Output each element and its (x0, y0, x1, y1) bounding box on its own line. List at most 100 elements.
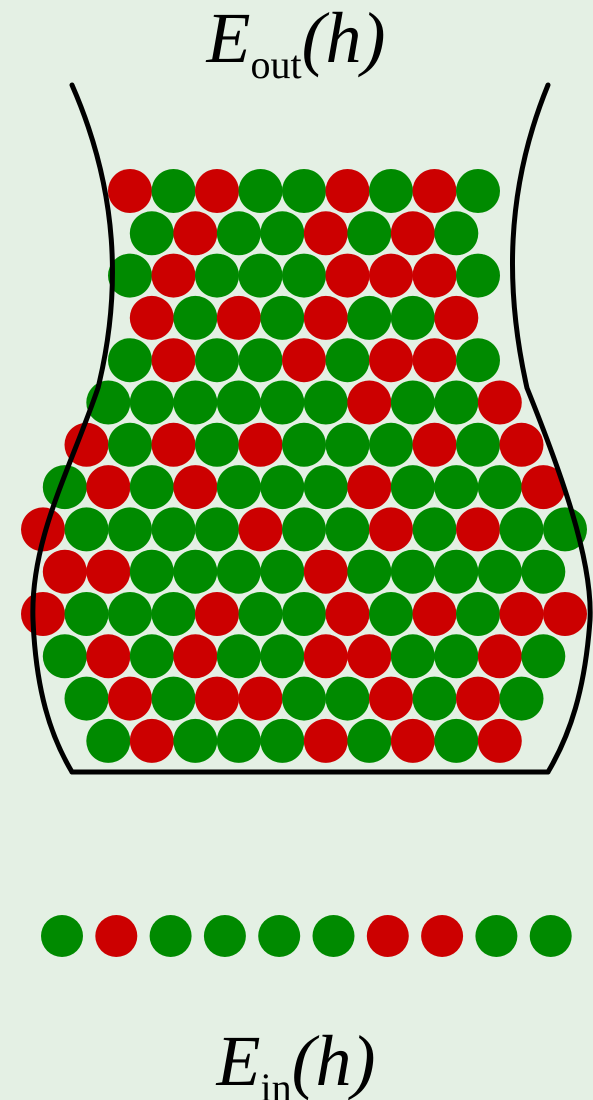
sample-green-marble (204, 915, 246, 957)
red-marble (413, 254, 457, 298)
sample-red-marble (95, 915, 137, 957)
red-marble (86, 465, 130, 509)
green-marble (369, 169, 413, 213)
red-marble (239, 423, 283, 467)
green-marble (456, 169, 500, 213)
label-e-in-subscript: in (260, 1065, 291, 1100)
green-marble (456, 423, 500, 467)
green-marble (152, 507, 196, 551)
green-marble (195, 338, 239, 382)
red-marble (239, 677, 283, 721)
green-marble (65, 592, 109, 636)
red-marble (152, 423, 196, 467)
green-marble (434, 465, 478, 509)
red-marble (434, 296, 478, 340)
sample-green-marble (41, 915, 83, 957)
label-e-out-subscript: out (250, 42, 301, 87)
green-marble (130, 211, 174, 255)
red-marble (21, 592, 65, 636)
green-marble (304, 465, 348, 509)
green-marble (326, 677, 370, 721)
green-marble (260, 550, 304, 594)
green-marble (326, 507, 370, 551)
sample-green-marble (258, 915, 300, 957)
red-marble (130, 719, 174, 763)
green-marble (86, 719, 130, 763)
label-e-in-argument: (h) (292, 1021, 376, 1100)
red-marble (173, 211, 217, 255)
green-marble (173, 381, 217, 425)
red-marble (152, 338, 196, 382)
sample-green-marble (475, 915, 517, 957)
green-marble (65, 507, 109, 551)
green-marble (369, 423, 413, 467)
green-marble (282, 592, 326, 636)
green-marble (434, 211, 478, 255)
red-marble (304, 296, 348, 340)
green-marble (478, 550, 522, 594)
red-marble (543, 592, 587, 636)
red-marble (326, 592, 370, 636)
red-marble (195, 677, 239, 721)
red-marble (347, 381, 391, 425)
green-marble (391, 634, 435, 678)
green-marble (195, 423, 239, 467)
red-marble (413, 423, 457, 467)
green-marble (413, 507, 457, 551)
green-marble (130, 550, 174, 594)
green-marble (347, 550, 391, 594)
sample-green-marble (150, 915, 192, 957)
green-marble (326, 338, 370, 382)
green-marble (195, 507, 239, 551)
green-marble (456, 592, 500, 636)
red-marble (195, 592, 239, 636)
label-e-out-argument: (h) (302, 0, 386, 78)
green-marble (43, 634, 87, 678)
red-marble (43, 550, 87, 594)
green-marble (239, 338, 283, 382)
green-marble (152, 677, 196, 721)
green-marble (260, 381, 304, 425)
green-marble (391, 550, 435, 594)
green-marble (304, 381, 348, 425)
green-marble (282, 169, 326, 213)
sample-red-marble (421, 915, 463, 957)
green-marble (260, 719, 304, 763)
green-marble (521, 634, 565, 678)
red-marble (369, 254, 413, 298)
green-marble (326, 423, 370, 467)
red-marble (326, 254, 370, 298)
sample-green-marble (313, 915, 355, 957)
red-marble (173, 634, 217, 678)
red-marble (478, 719, 522, 763)
red-marble (478, 634, 522, 678)
green-marble (282, 677, 326, 721)
red-marble (108, 677, 152, 721)
red-marble (304, 634, 348, 678)
green-marble (391, 296, 435, 340)
red-marble (347, 634, 391, 678)
red-marble (456, 507, 500, 551)
sample-green-marble (530, 915, 572, 957)
red-marble (456, 677, 500, 721)
red-marble (391, 719, 435, 763)
red-marble (326, 169, 370, 213)
green-marble (521, 550, 565, 594)
red-marble (478, 381, 522, 425)
green-marble (260, 634, 304, 678)
green-marble (500, 507, 544, 551)
green-marble (391, 465, 435, 509)
label-e-out-symbol: E (205, 0, 250, 78)
green-marble (217, 550, 261, 594)
red-marble (369, 338, 413, 382)
green-marble (434, 634, 478, 678)
red-marble (413, 169, 457, 213)
green-marble (108, 338, 152, 382)
red-marble (282, 338, 326, 382)
green-marble (173, 719, 217, 763)
red-marble (86, 634, 130, 678)
red-marble (500, 592, 544, 636)
green-marble (217, 465, 261, 509)
green-marble (260, 296, 304, 340)
